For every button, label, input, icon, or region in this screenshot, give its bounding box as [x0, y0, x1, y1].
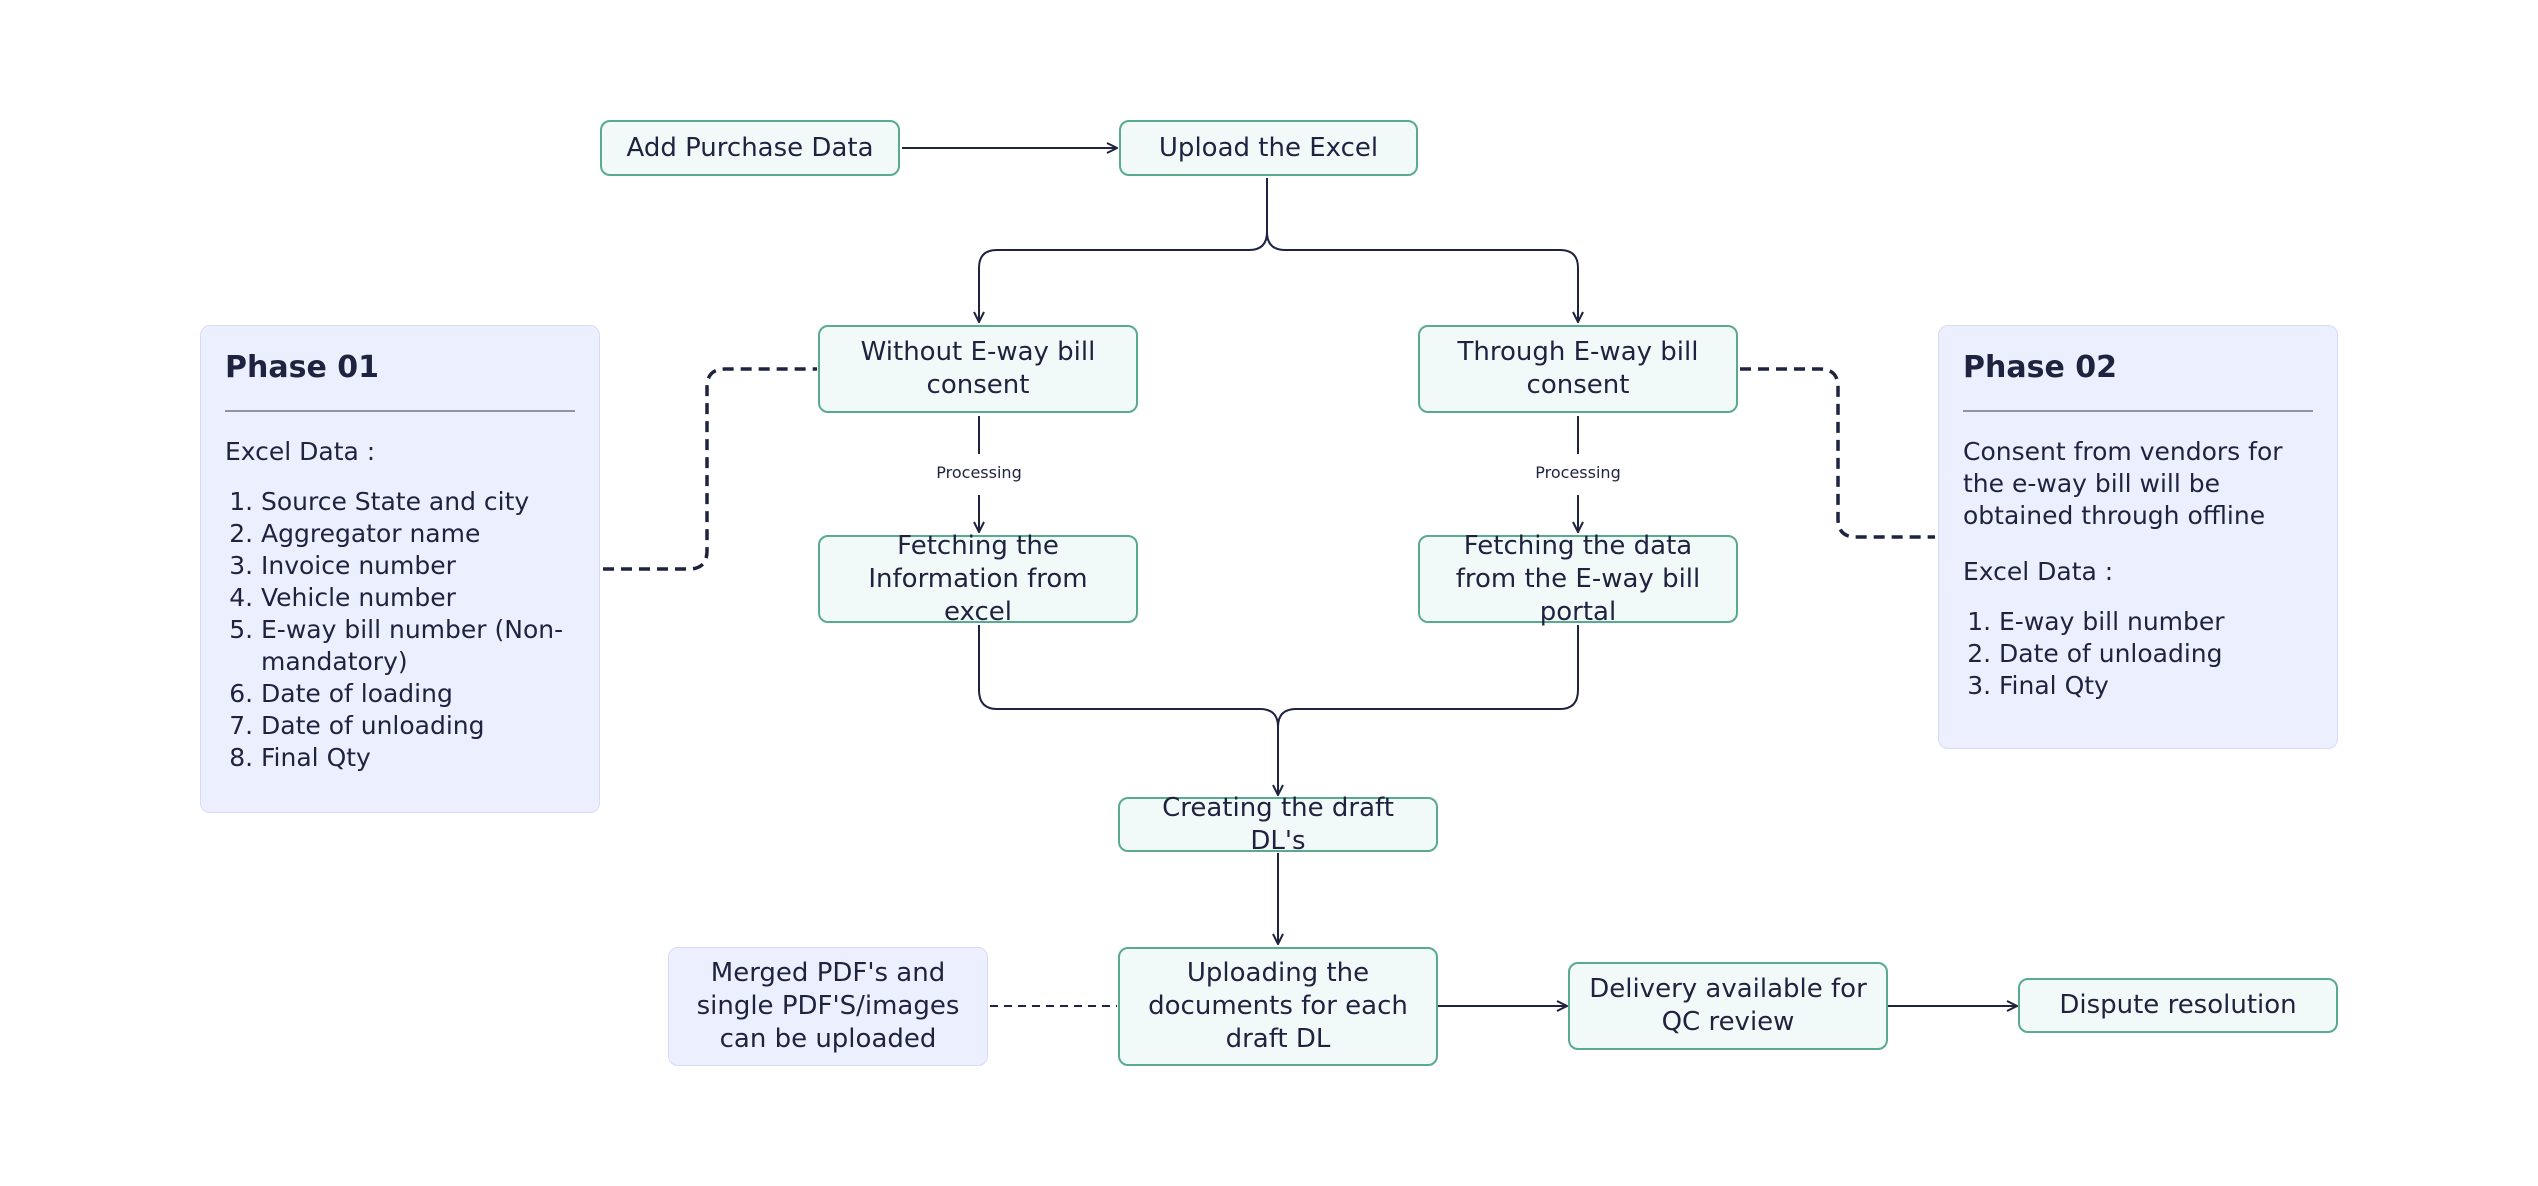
through-consent-node: Through E-way bill consent [1418, 325, 1738, 413]
edge-upload-split-right [1266, 178, 1578, 322]
list-item: Date of loading [261, 678, 575, 710]
processing-label-left: Processing [932, 463, 1026, 483]
edge-merge-right [1277, 625, 1579, 795]
dashed-phase1-link [603, 367, 817, 571]
phase-02-divider [1963, 410, 2313, 412]
list-item: Source State and city [261, 486, 575, 518]
phase-01-title: Phase 01 [225, 350, 379, 385]
phase-01-subtitle: Excel Data : [225, 437, 376, 466]
list-item: E-way bill number [1999, 606, 2313, 638]
list-item: Date of unloading [1999, 638, 2313, 670]
upload-note: Merged PDF's and single PDF'S/images can… [668, 947, 988, 1066]
phase-02-title: Phase 02 [1963, 350, 2117, 385]
list-item: Date of unloading [261, 710, 575, 742]
phase-01-list: Source State and city Aggregator name In… [225, 486, 575, 774]
fetch-excel-node: Fetching the Information from excel [818, 531, 1138, 627]
delivery-qc-node: Delivery available for QC review [1568, 962, 1888, 1050]
list-item: Final Qty [261, 742, 575, 774]
add-purchase-data-node: Add Purchase Data [600, 120, 900, 176]
dashed-phase2-link [1740, 367, 1935, 539]
phase-02-panel: Phase 02 Consent from vendors for the e-… [1938, 325, 2338, 749]
phase-01-panel: Phase 01 Excel Data : Source State and c… [200, 325, 600, 813]
create-draft-node: Creating the draft DL's [1118, 793, 1438, 856]
phase-01-divider [225, 410, 575, 412]
phase-02-description: Consent from vendors for the e-way bill … [1963, 437, 2283, 530]
upload-excel-node: Upload the Excel [1119, 120, 1418, 176]
processing-label-right: Processing [1531, 463, 1625, 483]
edge-merge-left [978, 625, 1278, 795]
phase-02-subtitle: Excel Data : [1963, 557, 2114, 586]
dispute-resolution-node: Dispute resolution [2018, 978, 2338, 1033]
without-consent-node: Without E-way bill consent [818, 325, 1138, 413]
list-item: Vehicle number [261, 582, 575, 614]
upload-documents-node: Uploading the documents for each draft D… [1118, 947, 1438, 1066]
list-item: Aggregator name [261, 518, 575, 550]
list-item: Final Qty [1999, 670, 2313, 702]
list-item: Invoice number [261, 550, 575, 582]
list-item: E-way bill number (Non-mandatory) [261, 614, 575, 678]
phase-02-list: E-way bill number Date of unloading Fina… [1963, 606, 2313, 702]
fetch-portal-node: Fetching the data from the E-way bill po… [1418, 531, 1738, 627]
edge-upload-split-left [979, 178, 1268, 322]
